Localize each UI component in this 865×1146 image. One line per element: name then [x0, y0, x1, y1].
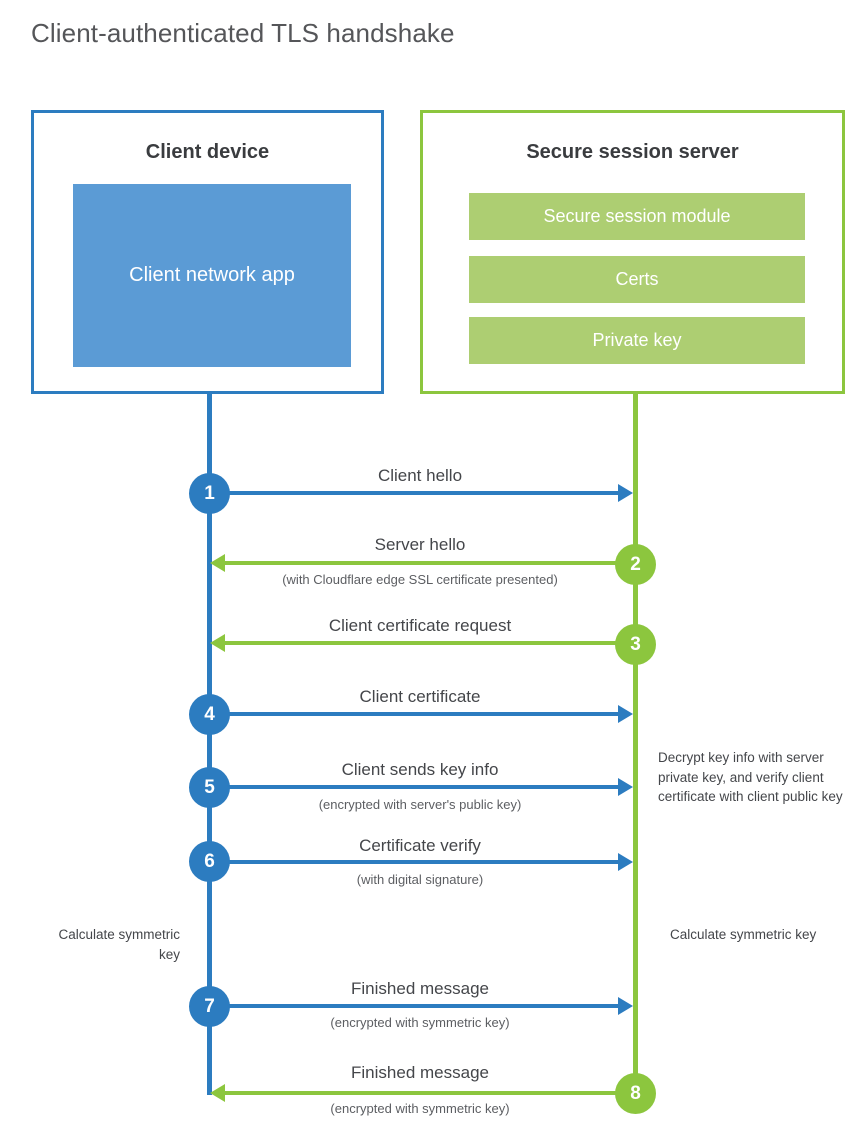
client-calculate-annotation: Calculate symmetric key	[58, 927, 180, 962]
certs-block: Certs	[469, 256, 805, 303]
secure-session-server-box: Secure session server Secure session mod…	[420, 110, 845, 394]
step-7-circle[interactable]: 7	[189, 986, 230, 1027]
server-calculate-annotation: Calculate symmetric key	[670, 927, 817, 942]
client-lifeline	[207, 393, 212, 1095]
step-8-arrow-line	[225, 1091, 635, 1095]
step-2-circle[interactable]: 2	[615, 544, 656, 585]
secure-session-module-block: Secure session module	[469, 193, 805, 240]
server-lifeline	[633, 393, 638, 1095]
step-3-arrow-line	[225, 641, 635, 645]
step-1-circle[interactable]: 1	[189, 473, 230, 514]
step-5-arrow-line	[210, 785, 618, 789]
step-8-circle[interactable]: 8	[615, 1073, 656, 1114]
step-6-arrow-head-icon	[618, 853, 633, 871]
step-1-arrow-line	[210, 491, 618, 495]
step-6-label: Certificate verify	[359, 836, 481, 855]
step-3-circle[interactable]: 3	[615, 624, 656, 665]
step-6-sublabel: (with digital signature)	[356, 872, 484, 887]
client-network-app-block: Client network app	[73, 184, 351, 367]
page-title: Client-authenticated TLS handshake	[31, 18, 455, 48]
step-3-arrow-head-icon	[210, 634, 225, 652]
step-4-arrow-head-icon	[618, 705, 633, 723]
step-4-arrow-line	[210, 712, 618, 716]
client-device-box: Client device Client network app	[31, 110, 384, 394]
step-7-arrow-line	[210, 1004, 618, 1008]
step-5-circle[interactable]: 5	[189, 767, 230, 808]
step-5-label: Client sends key info	[341, 760, 499, 779]
step-8-arrow-head-icon	[210, 1084, 225, 1102]
step-6-arrow-line	[210, 860, 618, 864]
step-8-sublabel: (encrypted with symmetric key)	[330, 1101, 510, 1116]
server-decrypt-annotation: Decrypt key info with server private key…	[658, 750, 843, 805]
step-6-circle[interactable]: 6	[189, 841, 230, 882]
step-2-arrow-line	[225, 561, 635, 565]
secure-session-server-title: Secure session server	[526, 141, 739, 163]
step-5-sublabel: (encrypted with server's public key)	[318, 797, 522, 812]
step-8-label: Finished message	[351, 1063, 489, 1082]
client-device-title: Client device	[145, 141, 270, 163]
step-2-arrow-head-icon	[210, 554, 225, 572]
step-4-label: Client certificate	[359, 687, 481, 706]
step-7-arrow-head-icon	[618, 997, 633, 1015]
private-key-block: Private key	[469, 317, 805, 364]
step-1-label: Client hello	[377, 466, 463, 485]
step-1-arrow-head-icon	[618, 484, 633, 502]
step-7-sublabel: (encrypted with symmetric key)	[330, 1015, 510, 1030]
step-7-label: Finished message	[351, 979, 489, 998]
step-5-arrow-head-icon	[618, 778, 633, 796]
step-3-label: Client certificate request	[328, 616, 512, 635]
step-4-circle[interactable]: 4	[189, 694, 230, 735]
step-2-label: Server hello	[374, 535, 466, 554]
step-2-sublabel: (with Cloudflare edge SSL certificate pr…	[282, 572, 558, 587]
